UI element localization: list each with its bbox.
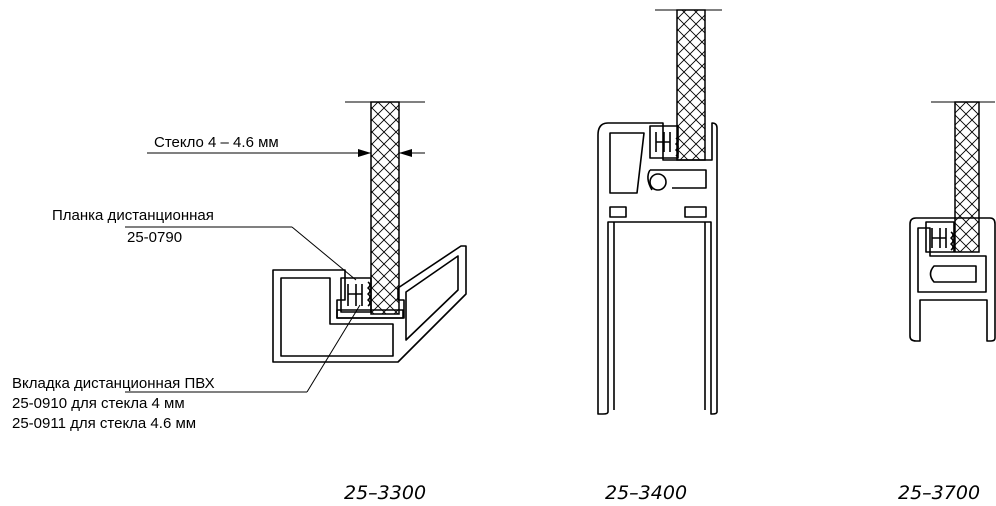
spacer-insert-label: Вкладка дистанционная ПВХ [12,375,215,392]
frame-round-channel [929,265,977,283]
frame-outline [909,217,996,342]
glass-dimension [147,149,425,157]
spacer-plate-label: Планка дистанционная [52,207,214,224]
profile-25-3300 [125,101,467,393]
glass-pane [954,101,980,253]
profile-25-3700 [909,101,996,342]
frame-inner-chamber [280,277,394,357]
leader-insert-diag [306,304,361,393]
frame-round-channel [649,173,667,191]
glass-pane [676,9,706,161]
frame-outline [597,122,718,415]
glass-thickness-label: Стекло 4 – 4.6 мм [154,134,279,151]
profile-code-25-3300: 25–3300 [344,482,427,504]
spacer-insert-line-2: 25-0911 для стекла 4.6 мм [12,415,197,432]
frame-outline [272,245,467,363]
spacer-insert [649,125,679,159]
profile-25-3400 [597,9,722,415]
glass-pane [370,101,400,315]
spacer-plate-code: 25-0790 [127,229,183,246]
frame-ribs [647,169,707,191]
profile-code-25-3400: 25–3400 [605,482,688,504]
frame-inner-chamber [917,227,987,293]
frame-wing-chamber [405,255,459,341]
spacer-insert [925,221,955,253]
leader-plate-diag [291,226,357,281]
frame-upper-chamber [609,132,645,194]
frame-slot [609,206,707,218]
profile-code-25-3700: 25–3700 [898,482,981,504]
spacer-insert-line-1: 25-0910 для стекла 4 мм [12,395,185,412]
